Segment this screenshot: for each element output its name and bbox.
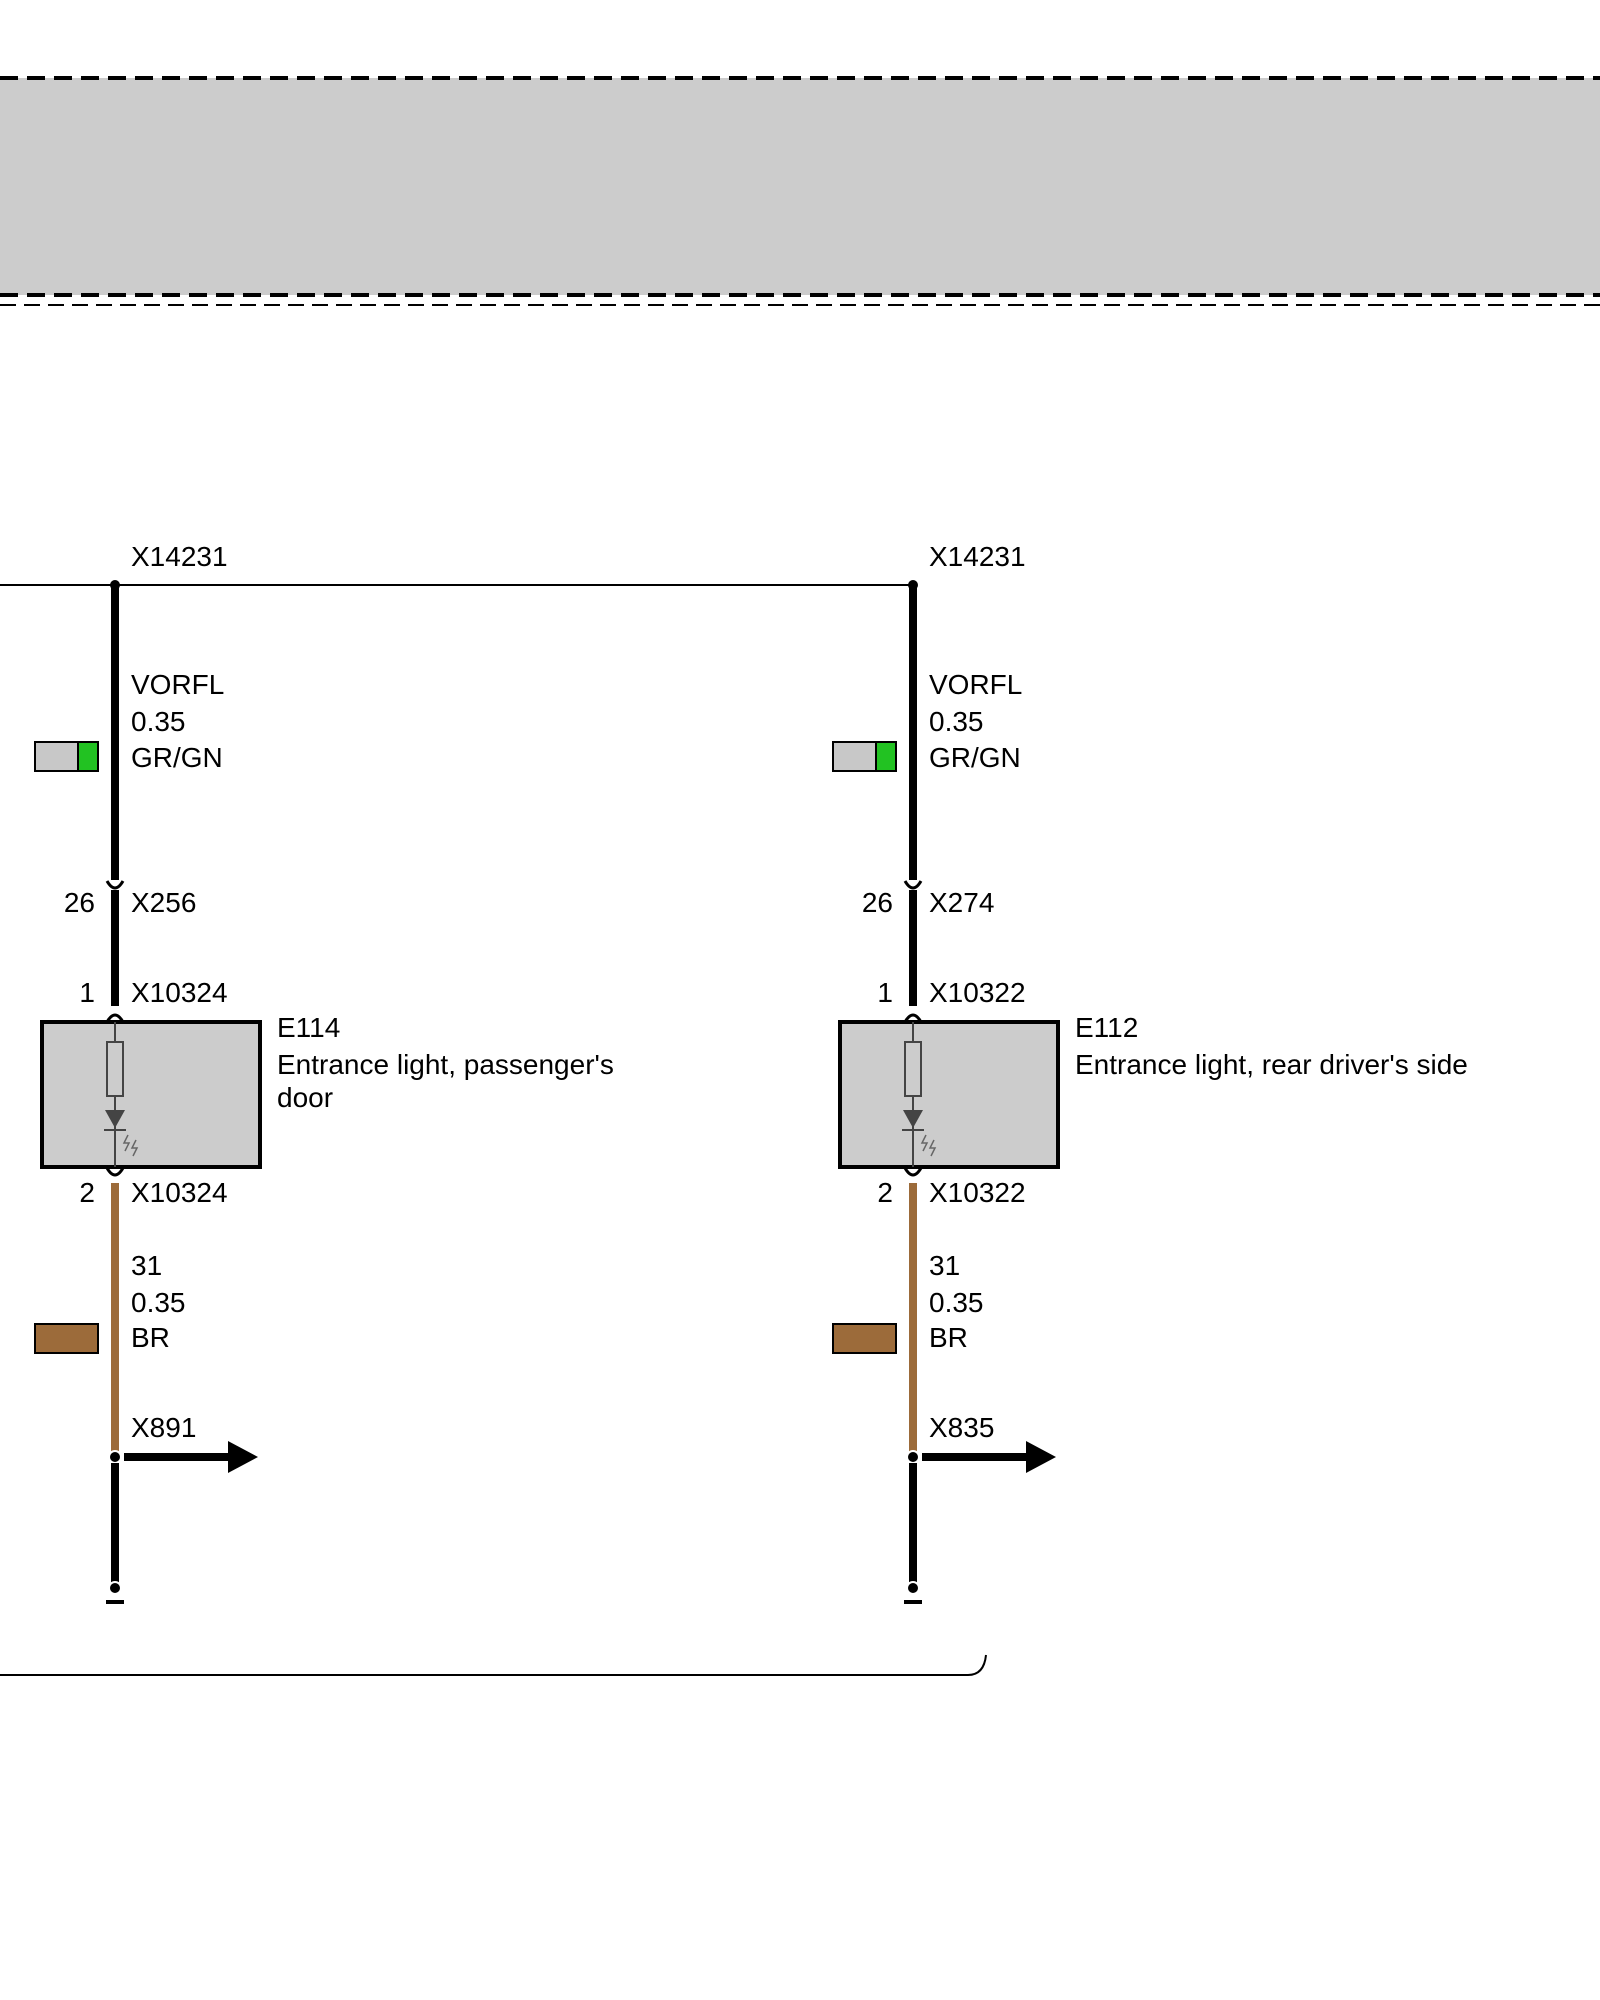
color-swatch-gr-gn <box>34 741 99 772</box>
wire-color-label: GR/GN <box>929 742 1021 773</box>
wire-bottom-gauge-label: 0.35 <box>131 1287 186 1318</box>
wire-bottom-signal-label: 31 <box>131 1250 162 1281</box>
component-top-pin-label: 1 <box>79 977 95 1008</box>
control-unit-housing <box>0 76 1600 306</box>
wire-gauge-label: 0.35 <box>131 706 186 737</box>
plug-connector-label: X256 <box>131 887 196 918</box>
component-bottom-pin-label: 2 <box>79 1177 95 1208</box>
component-top-connector-label: X10324 <box>131 977 228 1008</box>
component-top-pin-label: 1 <box>877 977 893 1008</box>
ground-junction-node <box>108 1450 122 1464</box>
wire-bottom-gauge-label: 0.35 <box>929 1287 984 1318</box>
circuit-e114: X14231 VORFL 0.35 GR/GN 26 X256 1 X10324 <box>34 541 614 1604</box>
light-emission-icon <box>920 1134 937 1157</box>
wire-signal-label: VORFL <box>929 669 1022 700</box>
component-description-line2: door <box>277 1082 333 1113</box>
resistor-icon <box>904 1041 922 1097</box>
wire-bottom-signal-label: 31 <box>929 1250 960 1281</box>
color-swatch-br <box>832 1323 897 1354</box>
plug-connector-symbol <box>105 880 125 890</box>
entrance-light-component <box>40 1013 262 1177</box>
resistor-icon <box>106 1041 124 1097</box>
wire-color-label: GR/GN <box>131 742 223 773</box>
component-housing <box>40 1020 262 1169</box>
component-top-pin-symbol <box>903 1013 923 1023</box>
component-bottom-pin-label: 2 <box>877 1177 893 1208</box>
splice-label: X14231 <box>131 541 228 572</box>
control-unit-fill <box>0 78 1600 295</box>
wire-gauge-label: 0.35 <box>929 706 984 737</box>
ground-label: X835 <box>929 1412 994 1443</box>
plug-pin-label: 26 <box>64 887 95 918</box>
component-id-label: E114 <box>277 1012 340 1043</box>
entrance-light-component <box>838 1013 1060 1177</box>
color-swatch-gr-gn <box>832 741 897 772</box>
ground-label: X891 <box>131 1412 196 1443</box>
color-swatch-br <box>34 1323 99 1354</box>
plug-connector-label: X274 <box>929 887 994 918</box>
light-emission-icon <box>122 1134 139 1157</box>
component-bottom-pin-symbol <box>903 1167 923 1177</box>
component-top-connector-label: X10322 <box>929 977 1026 1008</box>
plug-pin-label: 26 <box>862 887 893 918</box>
component-bottom-connector-label: X10324 <box>131 1177 228 1208</box>
component-id-label: E112 <box>1075 1012 1138 1043</box>
wire-signal-label: VORFL <box>131 669 224 700</box>
ground-terminal-node <box>906 1581 920 1595</box>
ground-terminal-node <box>108 1581 122 1595</box>
arrow-head-icon <box>228 1441 258 1473</box>
component-housing <box>838 1020 1060 1169</box>
led-diode-icon <box>105 1110 125 1128</box>
arrow-head-icon <box>1026 1441 1056 1473</box>
wire-bottom-color-label: BR <box>131 1322 170 1353</box>
ground-junction-node <box>906 1450 920 1464</box>
led-diode-icon <box>903 1110 923 1128</box>
component-bottom-pin-symbol <box>105 1167 125 1177</box>
plug-connector-symbol <box>903 880 923 890</box>
component-bottom-connector-label: X10322 <box>929 1177 1026 1208</box>
wire-bottom-color-label: BR <box>929 1322 968 1353</box>
component-description-line1: Entrance light, rear driver's side <box>1075 1049 1468 1080</box>
ground-bracket <box>0 1654 987 1676</box>
splice-label: X14231 <box>929 541 1026 572</box>
component-top-pin-symbol <box>105 1013 125 1023</box>
component-description-line1: Entrance light, passenger's <box>277 1049 614 1080</box>
circuit-e112: X14231 VORFL 0.35 GR/GN 26 X274 1 X10322 <box>832 541 1468 1604</box>
